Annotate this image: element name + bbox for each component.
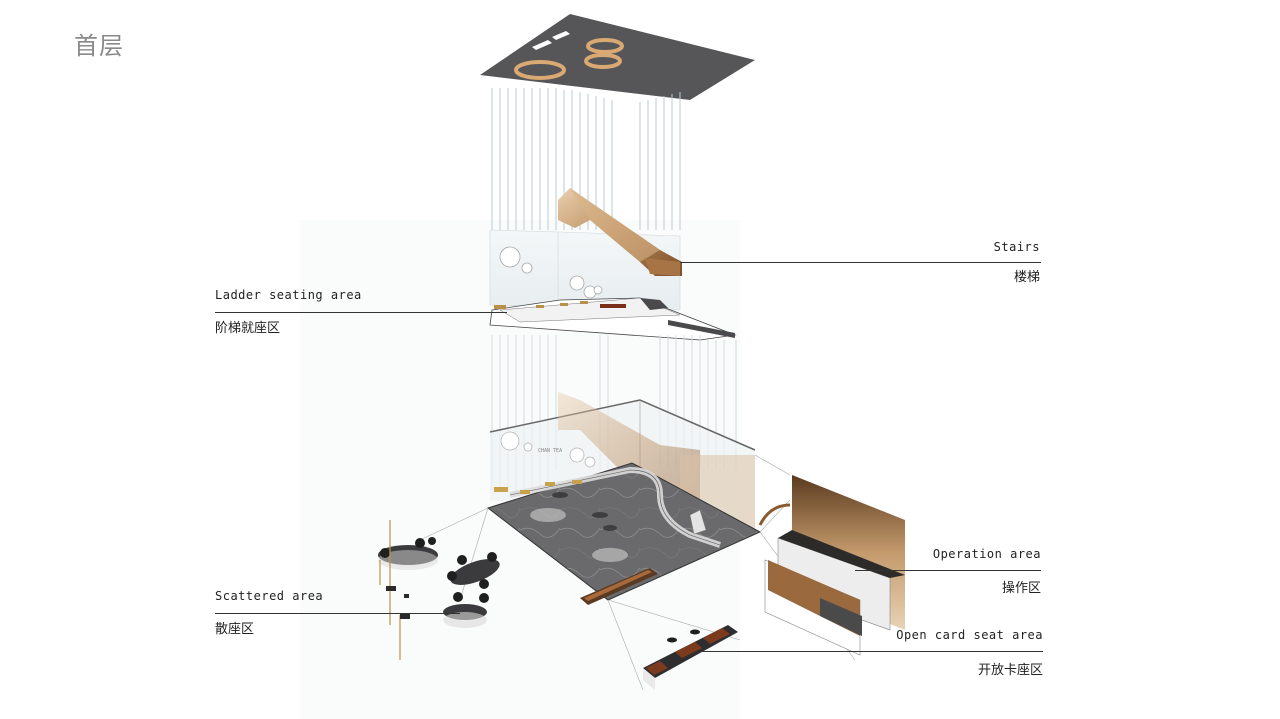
operation-leader-line — [855, 570, 1041, 571]
operation-area-counter — [758, 475, 905, 656]
scattered-label-cn: 散座区 — [215, 622, 255, 637]
ceiling-slab — [480, 14, 755, 100]
operation-label-cn: 操作区 — [1001, 581, 1041, 596]
ladder-seating-leader-line — [215, 312, 507, 313]
storefront-sign: CHAN TEA — [538, 448, 562, 454]
stairs-label-en: Stairs — [993, 240, 1040, 254]
ladder-seating-label-cn: 阶梯就座区 — [215, 321, 281, 336]
operation-label-en: Operation area — [932, 547, 1041, 561]
stairs — [558, 188, 682, 276]
open-card-label-en: Open card seat area — [896, 628, 1043, 642]
open-card-label-cn: 开放卡座区 — [977, 663, 1043, 678]
pendant-spheres-lower — [500, 431, 596, 468]
scattered-leader-line — [215, 613, 460, 614]
stairs-leader-line — [680, 262, 1041, 263]
page-title: 首层 — [74, 32, 124, 60]
upper-glass-screens — [491, 88, 681, 230]
scattered-area-furniture — [378, 520, 500, 660]
ladder-seating-label-en: Ladder seating area — [215, 288, 362, 302]
scattered-label-en: Scattered area — [215, 589, 324, 603]
pendant-spheres-upper — [499, 246, 603, 299]
open-card-seat-sofa — [643, 625, 738, 690]
open-card-leader-line — [700, 651, 1043, 652]
ladder-seating-slab — [489, 297, 737, 341]
stairs-label-cn: 楼梯 — [1013, 270, 1040, 285]
ground-floor-plate — [486, 462, 762, 605]
